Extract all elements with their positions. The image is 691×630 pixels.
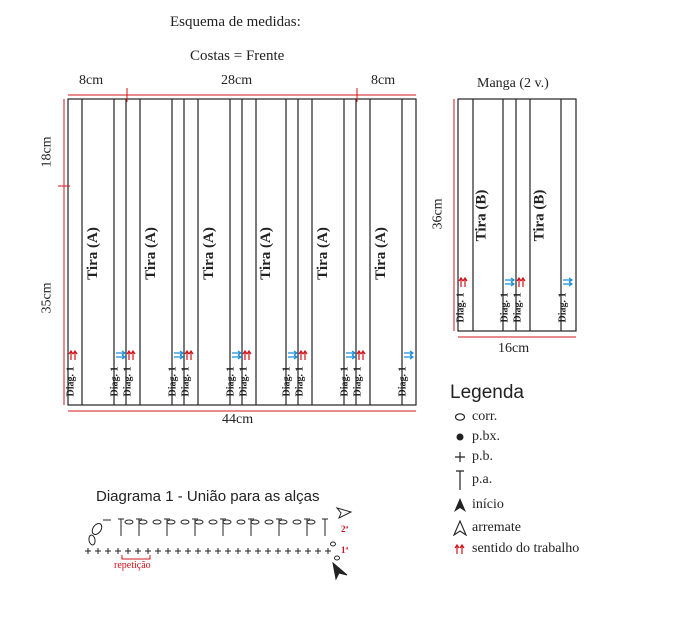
legend-item: p.a.: [450, 467, 579, 493]
body-bottom-measure: 44cm: [222, 412, 254, 427]
legend-label: p.b.: [472, 449, 493, 464]
sleeve-left-measure: 36cm: [430, 198, 446, 230]
legend-label: arremate: [472, 519, 521, 535]
sleeve-bottom-measure: 16cm: [498, 341, 530, 356]
body-strip-label: Tira (A): [372, 227, 389, 280]
legend-item: p.b.: [450, 447, 579, 467]
body-diag-label: Diag. 1: [109, 366, 121, 397]
legend-item: p.bx.: [450, 427, 579, 447]
sleeve-panel: [457, 98, 577, 332]
body-top-left-measure: 8cm: [79, 73, 104, 88]
body-diag-label: Diag. 1: [397, 366, 409, 397]
body-strip-label: Tira (A): [257, 227, 274, 280]
legend-label: p.bx.: [472, 429, 500, 444]
body-top-right-measure: 8cm: [371, 73, 396, 88]
body-diag-label: Diag. 1: [238, 366, 250, 397]
half-double-crochet-icon: [450, 469, 470, 491]
body-diag-label: Diag. 1: [225, 366, 237, 397]
scheme-subtitle: Costas = Frente: [190, 48, 285, 64]
diagram1-repeat-label: repetição: [114, 560, 151, 571]
body-diag-label: Diag. 1: [65, 366, 77, 397]
body-diag-label: Diag. 1: [122, 366, 134, 397]
legend-label: início: [472, 496, 504, 512]
body-top-center-measure: 28cm: [221, 73, 253, 88]
sleeve-measure-lines: [453, 99, 576, 338]
scheme-title: Esquema de medidas:: [170, 14, 301, 30]
body-panel: [67, 98, 417, 406]
start-icon: [450, 497, 470, 513]
body-left-top-measure: 18cm: [39, 136, 55, 168]
body-direction-arrows: [68, 349, 415, 360]
sleeve-diag-label: Diag. 1: [512, 292, 524, 323]
sleeve-direction-arrows: [458, 276, 574, 287]
body-diag-label: Diag. 1: [167, 366, 179, 397]
sleeve-strip-label: Tira (B): [473, 189, 490, 242]
slip-stitch-icon: [450, 432, 470, 442]
body-diag-label: Diag. 1: [352, 366, 364, 397]
legend-title: Legenda: [450, 382, 524, 403]
work-direction-icon: [450, 543, 470, 555]
chain-icon: [450, 412, 470, 422]
sleeve-diag-label: Diag. 1: [455, 292, 467, 323]
legend-item: arremate: [450, 516, 579, 539]
body-diag-label: Diag. 1: [180, 366, 192, 397]
diagram1-row1-label: 1ª: [341, 545, 349, 555]
finish-icon: [450, 519, 470, 536]
sleeve-strip-label: Tira (B): [531, 189, 548, 242]
body-diag-label: Diag. 1: [294, 366, 306, 397]
body-diag-label: Diag. 1: [281, 366, 293, 397]
legend-label: sentido do trabalho: [472, 541, 580, 556]
sleeve-title: Manga (2 v.): [477, 76, 549, 91]
diagram1-title: Diagrama 1 - União para as alças: [96, 488, 320, 505]
legend: Legenda corr. p.bx. p.b. p.a. início arr…: [450, 382, 579, 559]
diagram1-row2-label: 2ª: [341, 524, 349, 534]
body-measure-lines: [58, 88, 416, 412]
legend-label: p.a.: [472, 472, 493, 487]
diagram1-drawing: [85, 507, 353, 581]
legend-item: corr.: [450, 407, 579, 427]
body-left-bottom-measure: 35cm: [39, 282, 55, 314]
legend-item: início: [450, 493, 579, 516]
sleeve-diag-label: Diag. 1: [499, 292, 511, 323]
sleeve-diag-label: Diag. 1: [557, 292, 569, 323]
body-strip-label: Tira (A): [314, 227, 331, 280]
body-diag-label: Diag. 1: [339, 366, 351, 397]
body-strip-label: Tira (A): [200, 227, 217, 280]
single-crochet-icon: [450, 451, 470, 463]
legend-item: sentido do trabalho: [450, 539, 579, 559]
body-strip-label: Tira (A): [142, 227, 159, 280]
legend-label: corr.: [472, 409, 498, 424]
body-strip-label: Tira (A): [84, 227, 101, 280]
